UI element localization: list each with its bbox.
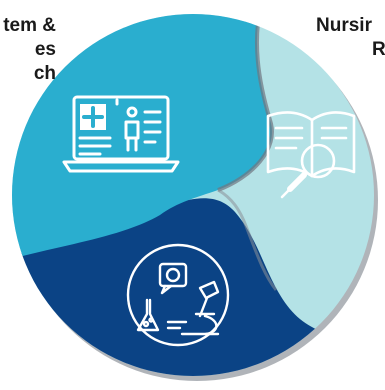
- laptop-medical-record-icon: [62, 95, 180, 173]
- label-left-line-3: ch: [33, 63, 56, 84]
- laboratory-microscope-icon: [126, 243, 230, 347]
- book-magnifier-icon: [266, 111, 356, 199]
- segment-top-left: [12, 14, 272, 262]
- label-left: tem & es ch: [3, 14, 56, 86]
- divider-top: [217, 14, 274, 192]
- label-right-line-2: R: [372, 39, 385, 60]
- label-left-line-1: tem &: [3, 15, 56, 36]
- label-left-line-2: es: [34, 39, 56, 60]
- label-right-line-1: Nursir: [316, 15, 372, 36]
- label-right: Nursir R: [316, 14, 385, 62]
- segment-bottom: [12, 198, 374, 376]
- divider-right: [217, 188, 278, 291]
